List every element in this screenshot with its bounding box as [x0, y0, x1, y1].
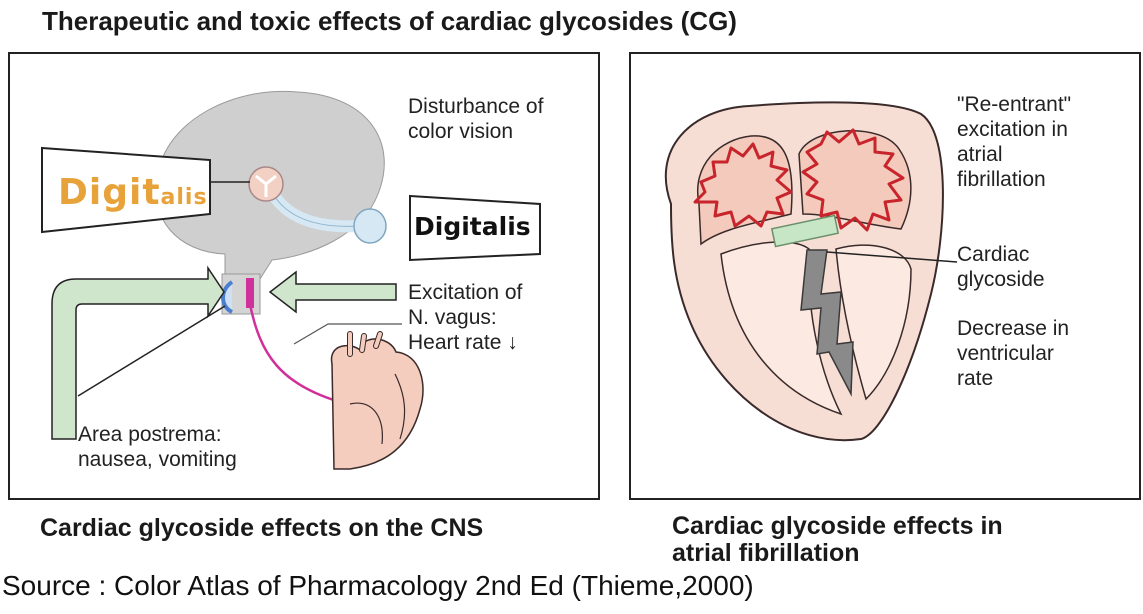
vagus-nerve — [250, 304, 340, 402]
left-green-arrow — [52, 268, 224, 439]
area-postrema-label: Area postrema: nausea, vomiting — [78, 422, 237, 472]
cardiac-glycoside-label: Cardiac glycoside — [957, 242, 1045, 292]
ventricular-rate-label: Decrease in ventricular rate — [957, 316, 1069, 391]
reentrant-label: "Re-entrant" excitation in atrial fibril… — [957, 92, 1071, 192]
figure-title: Therapeutic and toxic effects of cardiac… — [42, 6, 737, 37]
eye — [354, 209, 386, 243]
vagus-label: Excitation of N. vagus: Heart rate ↓ — [408, 280, 522, 355]
cns-caption: Cardiac glycoside effects on the CNS — [40, 515, 483, 542]
right-green-arrow — [270, 272, 396, 312]
vagus-nucleus — [246, 278, 254, 308]
source-citation: Source : Color Atlas of Pharmacology 2nd… — [2, 570, 754, 602]
heart-drawing — [332, 339, 423, 469]
cns-panel: Digitalis Digitalis Disturbance of color… — [8, 52, 600, 500]
af-panel: "Re-entrant" excitation in atrial fibril… — [629, 52, 1141, 500]
down-arrow-icon: ↓ — [507, 331, 518, 354]
color-vision-label: Disturbance of color vision — [408, 94, 543, 144]
digitalis-text-large: Digitalis — [58, 172, 208, 213]
digitalis-text-small: Digitalis — [414, 212, 531, 241]
af-caption: Cardiac glycoside effects in atrial fibr… — [672, 513, 1003, 567]
